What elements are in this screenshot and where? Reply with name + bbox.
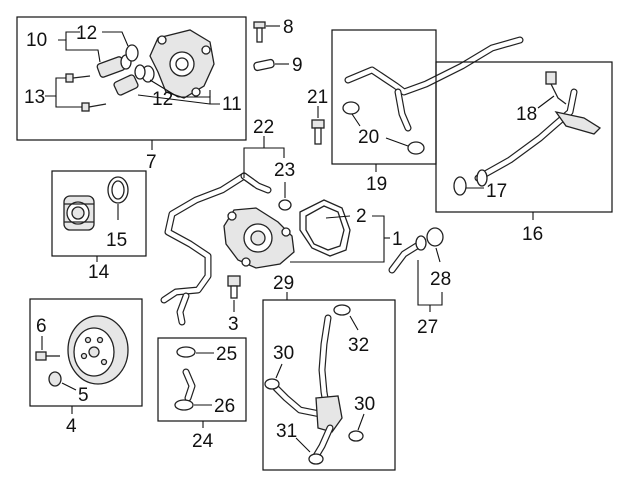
o-ring — [407, 141, 425, 155]
callout-10: 10 — [26, 30, 47, 51]
group-frame-16 — [435, 61, 613, 213]
callout-23: 23 — [274, 160, 295, 181]
callout-32: 32 — [348, 335, 369, 356]
callout-7: 7 — [146, 152, 157, 173]
bolt — [65, 73, 91, 83]
bolt — [227, 275, 241, 287]
group-frame-24 — [157, 337, 247, 422]
hose-clamp — [264, 378, 280, 390]
hose-clamp — [174, 399, 194, 411]
callout-13: 13 — [24, 87, 45, 108]
group-frame-29 — [262, 299, 396, 471]
group-box-29: 29 30 32 30 31 — [262, 273, 396, 471]
group-frame-7 — [16, 16, 247, 141]
callout-30: 30 — [273, 343, 294, 364]
seal-ring — [134, 64, 146, 80]
callout-19: 19 — [366, 174, 387, 195]
dowel-pin-9: 9 — [253, 55, 303, 76]
inlet-fitting — [113, 74, 139, 96]
callout-26: 26 — [214, 396, 235, 417]
seal-ring — [278, 199, 292, 211]
callout-24: 24 — [192, 431, 214, 452]
hose-clamp — [308, 453, 324, 465]
callout-5: 5 — [78, 385, 89, 406]
callout-29: 29 — [273, 273, 294, 294]
callout-9: 9 — [292, 55, 303, 76]
coolant-pipe-27 — [388, 235, 427, 274]
group-box-16: 18 17 16 — [435, 61, 613, 245]
callout-15: 15 — [106, 230, 127, 251]
water-pump-assembly — [160, 172, 351, 326]
thermostat — [63, 195, 95, 231]
callout-30: 30 — [354, 394, 375, 415]
coolant-tee — [315, 395, 343, 433]
group-box-7: 10 12 13 12 11 7 — [16, 16, 247, 173]
seal-ring — [125, 44, 139, 62]
o-ring-28 — [426, 227, 444, 247]
cap-plug — [48, 371, 62, 387]
callout-3: 3 — [228, 314, 239, 335]
bolt-8: 8 — [253, 17, 294, 43]
callout-16: 16 — [522, 224, 543, 245]
group-box-24: 25 26 24 — [157, 337, 247, 452]
thermostat-seal — [107, 176, 129, 204]
hose-clamp — [348, 430, 364, 442]
hose-clamp — [333, 304, 351, 316]
callout-27: 27 — [417, 317, 438, 338]
callout-12: 12 — [152, 89, 173, 110]
callout-18: 18 — [516, 104, 537, 125]
pump-pulley — [67, 315, 129, 385]
callout-14: 14 — [88, 262, 110, 283]
bolt-21: 21 — [307, 87, 328, 145]
outlet-fitting — [96, 54, 132, 78]
bolt — [81, 102, 107, 112]
callout-28: 28 — [430, 269, 451, 290]
callout-4: 4 — [66, 416, 77, 437]
callout-25: 25 — [216, 344, 237, 365]
group-box-19: 20 19 — [331, 29, 524, 195]
callout-17: 17 — [486, 181, 507, 202]
callout-2: 2 — [356, 206, 367, 227]
group-box-14: 15 14 — [51, 170, 147, 283]
callout-11: 11 — [222, 94, 242, 115]
callout-31: 31 — [276, 421, 297, 442]
o-ring — [342, 101, 360, 115]
callout-6: 6 — [36, 316, 47, 337]
group-box-4: 6 5 4 — [29, 298, 143, 437]
callout-21: 21 — [307, 87, 328, 108]
pulley-bolt — [35, 351, 60, 361]
o-ring — [453, 176, 467, 196]
callout-1: 1 — [392, 229, 403, 250]
callout-8: 8 — [283, 17, 294, 38]
callout-20: 20 — [358, 127, 379, 148]
callout-22: 22 — [253, 117, 274, 138]
connector — [545, 71, 557, 85]
callout-12: 12 — [76, 23, 97, 44]
thermostat-housing — [149, 29, 215, 99]
group-frame-4 — [29, 298, 143, 407]
group-frame-14 — [51, 170, 147, 257]
hose-clamp — [176, 346, 196, 358]
